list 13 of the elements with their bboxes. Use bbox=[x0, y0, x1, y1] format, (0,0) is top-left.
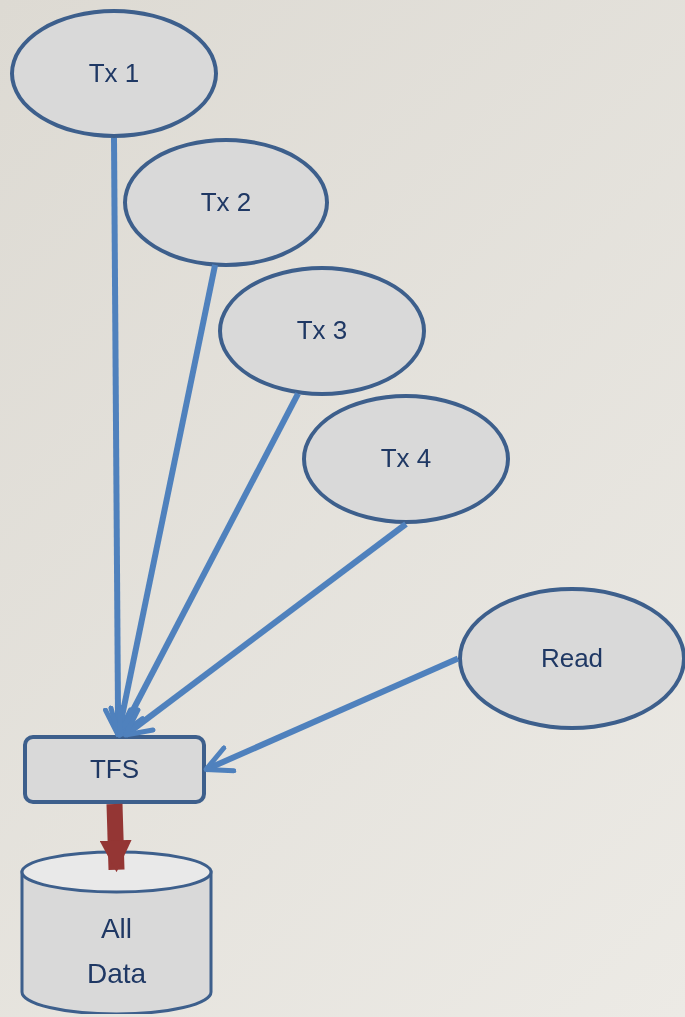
node-label: TFS bbox=[89, 752, 140, 786]
arrow bbox=[123, 521, 408, 738]
arrow bbox=[117, 392, 301, 738]
arrow bbox=[108, 264, 218, 738]
node-label: All Data bbox=[85, 912, 148, 991]
node-label: Read bbox=[540, 641, 604, 675]
node-label: Tx 1 bbox=[88, 56, 140, 90]
arrow bbox=[203, 655, 460, 774]
process-box bbox=[23, 735, 206, 804]
node-label: Tx 3 bbox=[296, 314, 348, 348]
database-cylinder bbox=[20, 850, 213, 1014]
node-label: Tx 4 bbox=[380, 442, 432, 476]
node-label: Tx 2 bbox=[200, 185, 252, 219]
